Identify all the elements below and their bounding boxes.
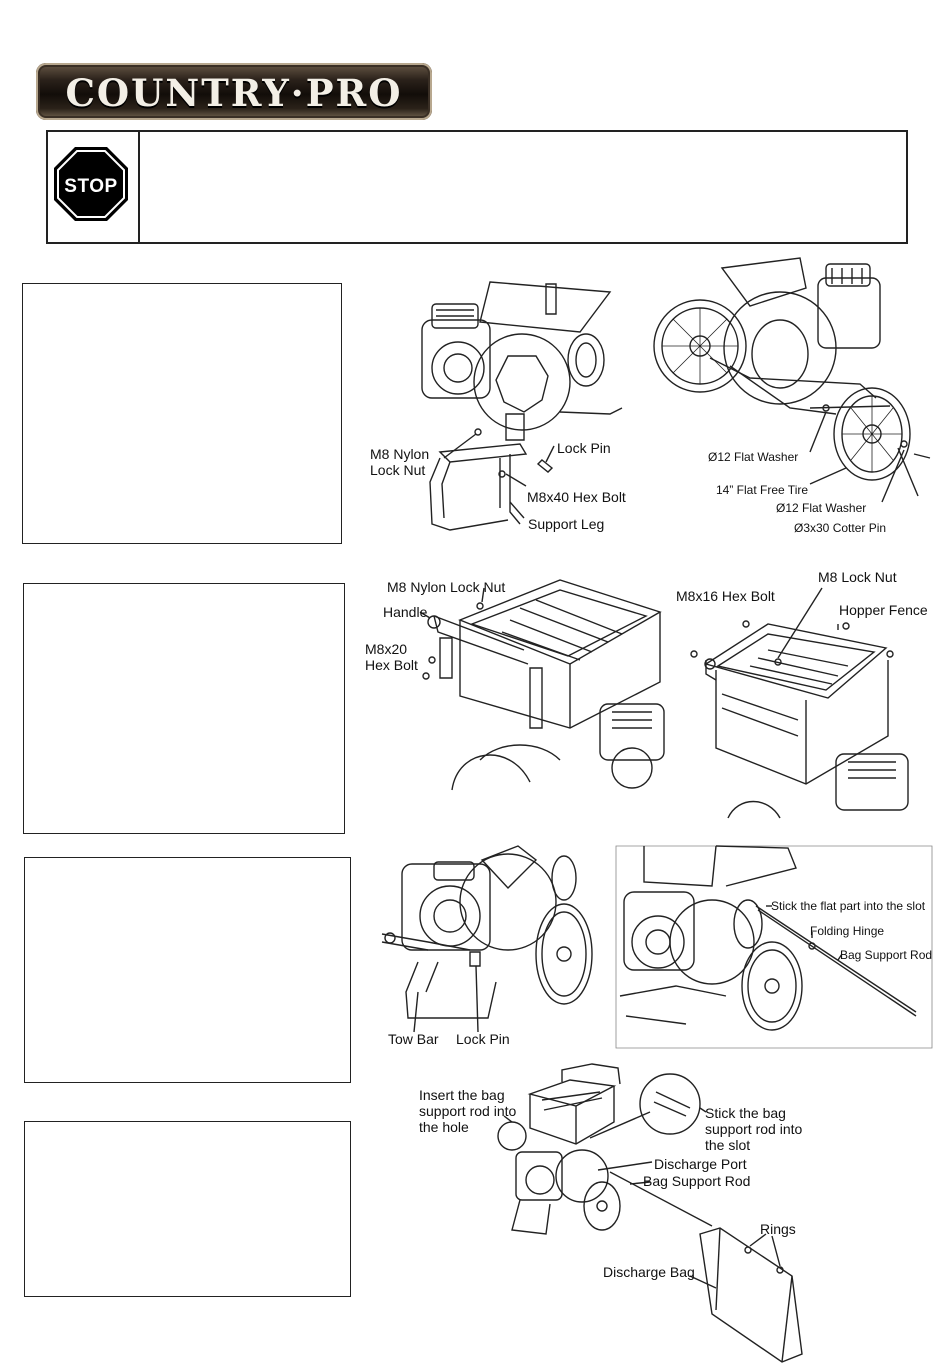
discharge-bag-illustration: [490, 1064, 820, 1366]
callout-insert-bag-rod: Insert the bag support rod into the hole: [419, 1087, 517, 1135]
callout-discharge-port: Discharge Port: [654, 1156, 747, 1172]
warning-divider: [138, 130, 140, 244]
callout-m8x40-hex-bolt: M8x40 Hex Bolt: [527, 489, 626, 505]
callout-m8x16-hex-bolt: M8x16 Hex Bolt: [676, 588, 775, 604]
callout-flat-washer-1: Ø12 Flat Washer: [708, 450, 799, 464]
warning-box: [46, 130, 908, 244]
step-box-4: [24, 1121, 351, 1297]
callout-rings: Rings: [760, 1221, 796, 1237]
callout-bag-support-rod: Bag Support Rod: [840, 948, 933, 962]
callout-discharge-bag: Discharge Bag: [603, 1264, 695, 1280]
callout-stick-flat-part: Stick the flat part into the slot: [771, 899, 926, 913]
callout-flat-free-tire: 14” Flat Free Tire: [716, 483, 809, 497]
stop-sign-icon: STOP: [53, 146, 129, 222]
logo-text: COUNTRY·PRO: [65, 71, 403, 115]
callout-hopper-fence: Hopper Fence: [839, 602, 928, 618]
support-leg-illustration: [360, 262, 640, 542]
callout-m8-nylon-lock-nut: M8 Nylon Lock Nut: [370, 446, 430, 478]
callout-support-leg: Support Leg: [528, 516, 605, 532]
callout-folding-hinge: Folding Hinge: [810, 924, 885, 938]
bag-support-rod-illustration: [616, 846, 932, 1048]
callout-lock-pin: Lock Pin: [557, 440, 611, 456]
handle-assembly-illustration: [360, 572, 680, 790]
country-pro-logo: COUNTRY·PRO: [36, 63, 432, 120]
callout-cotter-pin: Ø3x30 Cotter Pin: [794, 521, 887, 535]
step-box-3: [24, 857, 351, 1083]
tow-bar-illustration: [378, 842, 598, 1028]
callout-m8-nylon-lock-nut: M8 Nylon Lock Nut: [387, 579, 506, 595]
callout-m8-lock-nut: M8 Lock Nut: [818, 569, 897, 585]
callout-m8x20-hex-bolt: M8x20 Hex Bolt: [365, 641, 418, 673]
callout-stick-bag-rod: Stick the bag support rod into the slot: [705, 1105, 803, 1153]
callout-lock-pin: Lock Pin: [456, 1031, 510, 1047]
wheel-assembly-illustration: [650, 258, 940, 538]
callout-bag-support-rod: Bag Support Rod: [643, 1173, 751, 1189]
callout-tow-bar: Tow Bar: [388, 1031, 439, 1047]
step-box-1: [22, 283, 342, 544]
step-box-2: [23, 583, 345, 834]
callout-handle: Handle: [383, 604, 428, 620]
hopper-fence-illustration: [688, 600, 940, 818]
stop-sign-label: STOP: [64, 176, 118, 197]
callout-flat-washer-2: Ø12 Flat Washer: [776, 501, 867, 515]
